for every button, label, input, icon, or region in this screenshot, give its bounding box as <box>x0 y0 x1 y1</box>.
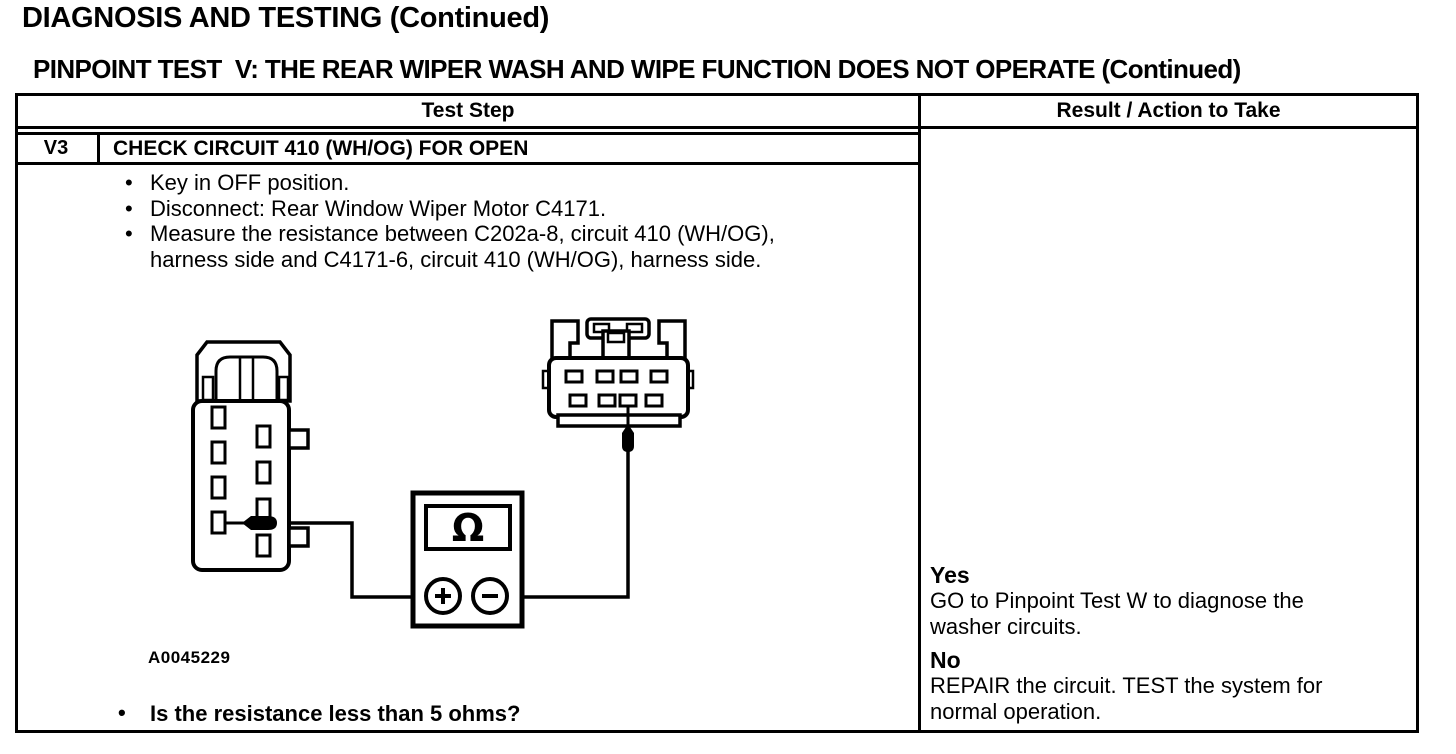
step-instruction-list: Key in OFF position. Disconnect: Rear Wi… <box>125 170 815 272</box>
connector-c202a-drawing <box>191 340 310 572</box>
ohmmeter-icon: Ω <box>410 490 525 629</box>
figure-id-label: A0045229 <box>148 648 231 667</box>
result-action-block: Yes GO to Pinpoint Test W to diagnose th… <box>930 562 1380 725</box>
instruction-item: Key in OFF position. <box>125 170 815 196</box>
step-id-cell: V3 <box>15 135 100 162</box>
section-title: PINPOINT TEST V: THE REAR WIPER WASH AND… <box>33 54 1241 84</box>
instruction-item: Measure the resistance between C202a-8, … <box>125 221 815 272</box>
test-connection-diagram: Ω <box>191 317 695 629</box>
result-yes-label: Yes <box>930 562 970 588</box>
connector-c4171-drawing <box>541 317 695 452</box>
column-header-test-step: Test Step <box>421 99 515 122</box>
plus-terminal-icon <box>435 588 451 604</box>
result-no-action: REPAIR the circuit. TEST the system for … <box>930 673 1323 724</box>
test-lead-wire <box>277 446 630 599</box>
probe-tip-left-icon <box>242 516 277 530</box>
instruction-item: Disconnect: Rear Window Wiper Motor C417… <box>125 196 815 222</box>
page-title: DIAGNOSIS AND TESTING (Continued) <box>22 2 550 34</box>
step-question: Is the resistance less than 5 ohms? <box>118 700 521 727</box>
result-no-label: No <box>930 647 961 673</box>
table-column-divider <box>918 93 921 733</box>
test-step-row: V3 CHECK CIRCUIT 410 (WH/OG) FOR OPEN <box>15 132 921 165</box>
question-text: Is the resistance less than 5 ohms? <box>150 701 521 726</box>
probe-tip-right-icon <box>622 424 634 452</box>
step-title-cell: CHECK CIRCUIT 410 (WH/OG) FOR OPEN <box>113 136 529 160</box>
table-header-rule <box>15 126 1419 129</box>
column-header-result-action: Result / Action to Take <box>1056 99 1281 122</box>
pinpoint-test-table-frame <box>15 93 1419 733</box>
result-yes-action: GO to Pinpoint Test W to diagnose the wa… <box>930 588 1304 639</box>
ohm-symbol: Ω <box>452 506 484 550</box>
